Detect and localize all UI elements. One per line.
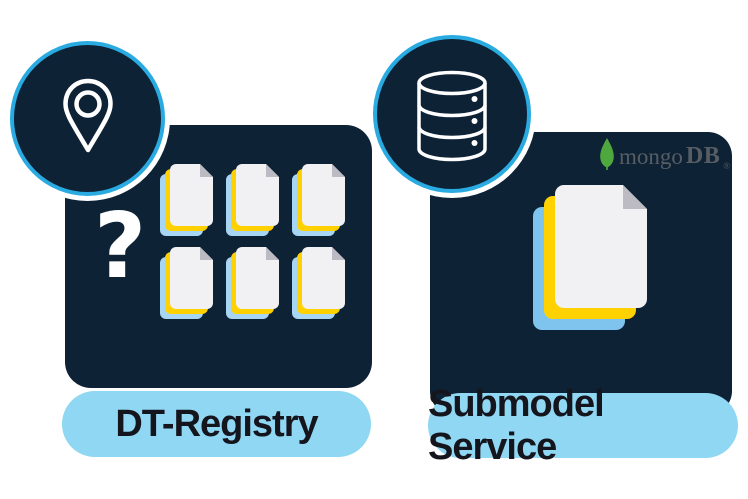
document-stack (292, 247, 345, 319)
location-pin-badge (10, 41, 165, 196)
submodel-service-label: Submodel Service (428, 382, 605, 468)
mongodb-leaf-icon (598, 138, 616, 175)
document-stack (160, 247, 213, 319)
document-corner-fold (266, 247, 279, 260)
document-corner-fold (332, 164, 345, 177)
document-corner-fold (623, 185, 647, 209)
dt-registry-card (65, 125, 372, 388)
mongodb-logo-suffix: DB (685, 143, 721, 169)
document-corner-fold (266, 164, 279, 177)
location-pin-icon (62, 78, 114, 159)
mongodb-logo-prefix: mongo (619, 143, 683, 169)
document-stack (226, 164, 279, 236)
document-stack (226, 247, 279, 319)
registered-trademark-mark: ® (723, 161, 731, 171)
document-stack (160, 164, 213, 236)
document-corner-fold (200, 247, 213, 260)
document-stack (292, 164, 345, 236)
question-mark: ? (94, 194, 147, 299)
document-corner-fold (332, 247, 345, 260)
submodel-service-label-pill: Submodel Service (428, 383, 738, 468)
database-icon (415, 62, 489, 167)
document-corner-fold (200, 164, 213, 177)
document-stack-large (533, 185, 649, 331)
database-badge (373, 35, 531, 193)
dt-registry-label: DT-Registry (115, 402, 318, 445)
dt-registry-label-pill: DT-Registry (62, 391, 371, 457)
